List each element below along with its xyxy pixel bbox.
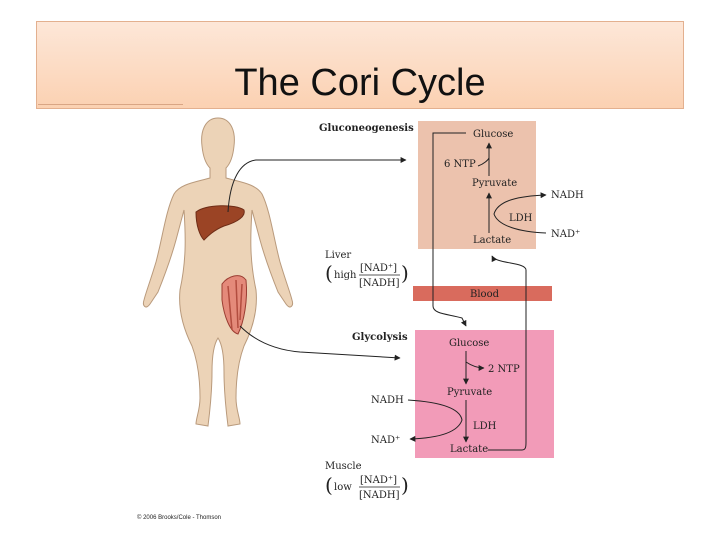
body-silhouette bbox=[143, 117, 293, 427]
svg-text:[NADH]: [NADH] bbox=[359, 490, 400, 501]
gluconeogenesis-label: Gluconeogenesis bbox=[319, 123, 414, 134]
title-banner: The Cori Cycle bbox=[36, 21, 684, 109]
svg-text:): ) bbox=[401, 261, 409, 285]
muscle-ntp: 2 NTP bbox=[488, 364, 520, 375]
liver-nad-to-nadh-arrow bbox=[493, 192, 547, 234]
lactate-to-liver-loop-arrow bbox=[488, 255, 527, 451]
copyright-notice: © 2006 Brooks/Cole - Thomson bbox=[137, 514, 221, 521]
liver-to-gluconeogenesis-arrow bbox=[227, 157, 407, 213]
high-label: high bbox=[334, 270, 357, 281]
human-body-figure bbox=[143, 117, 293, 427]
muscle-to-glycolysis-arrow bbox=[239, 325, 401, 361]
slide-title: The Cori Cycle bbox=[234, 62, 486, 104]
muscle-ldh: LDH bbox=[473, 421, 497, 432]
liver-nad-ratio: ( high [NAD⁺] [NADH] ) bbox=[325, 261, 409, 289]
svg-text:(: ( bbox=[325, 261, 333, 285]
glucose-to-muscle-loop-arrow bbox=[432, 132, 467, 327]
low-label: low bbox=[334, 482, 352, 493]
muscle-nad: NAD⁺ bbox=[371, 435, 400, 446]
liver-nadh: NADH bbox=[551, 190, 584, 201]
svg-text:[NAD⁺]: [NAD⁺] bbox=[360, 263, 397, 274]
muscle-nadh: NADH bbox=[371, 395, 404, 406]
liver-ldh: LDH bbox=[509, 213, 533, 224]
title-underline bbox=[38, 104, 183, 105]
muscle-lactate: Lactate bbox=[450, 444, 488, 455]
svg-text:[NADH]: [NADH] bbox=[359, 278, 400, 289]
liver-glucose: Glucose bbox=[473, 129, 513, 140]
liver-lactate: Lactate bbox=[473, 235, 511, 246]
liver-pyruvate: Pyruvate bbox=[472, 178, 517, 189]
svg-text:[NAD⁺]: [NAD⁺] bbox=[360, 475, 397, 486]
muscle-nadh-to-nad-arrow bbox=[407, 399, 463, 442]
blood-bar bbox=[413, 286, 552, 301]
muscle-pathway-box bbox=[415, 330, 554, 458]
glycolysis-label: Glycolysis bbox=[352, 332, 408, 343]
muscle-pyruvate: Pyruvate bbox=[447, 387, 492, 398]
thigh-muscle bbox=[221, 275, 247, 335]
svg-text:): ) bbox=[401, 473, 409, 497]
muscle-nad-ratio: ( low [NAD⁺] [NADH] ) bbox=[325, 473, 409, 501]
muscle-label: Muscle bbox=[325, 461, 362, 472]
liver-ntp: 6 NTP bbox=[444, 159, 476, 170]
blood-label: Blood bbox=[470, 289, 500, 300]
muscle-glucose: Glucose bbox=[449, 338, 489, 349]
liver-organ bbox=[195, 205, 245, 241]
liver-pathway-box bbox=[418, 121, 536, 249]
liver-nad: NAD⁺ bbox=[551, 229, 580, 240]
svg-text:(: ( bbox=[325, 473, 333, 497]
liver-label: Liver bbox=[325, 250, 351, 261]
